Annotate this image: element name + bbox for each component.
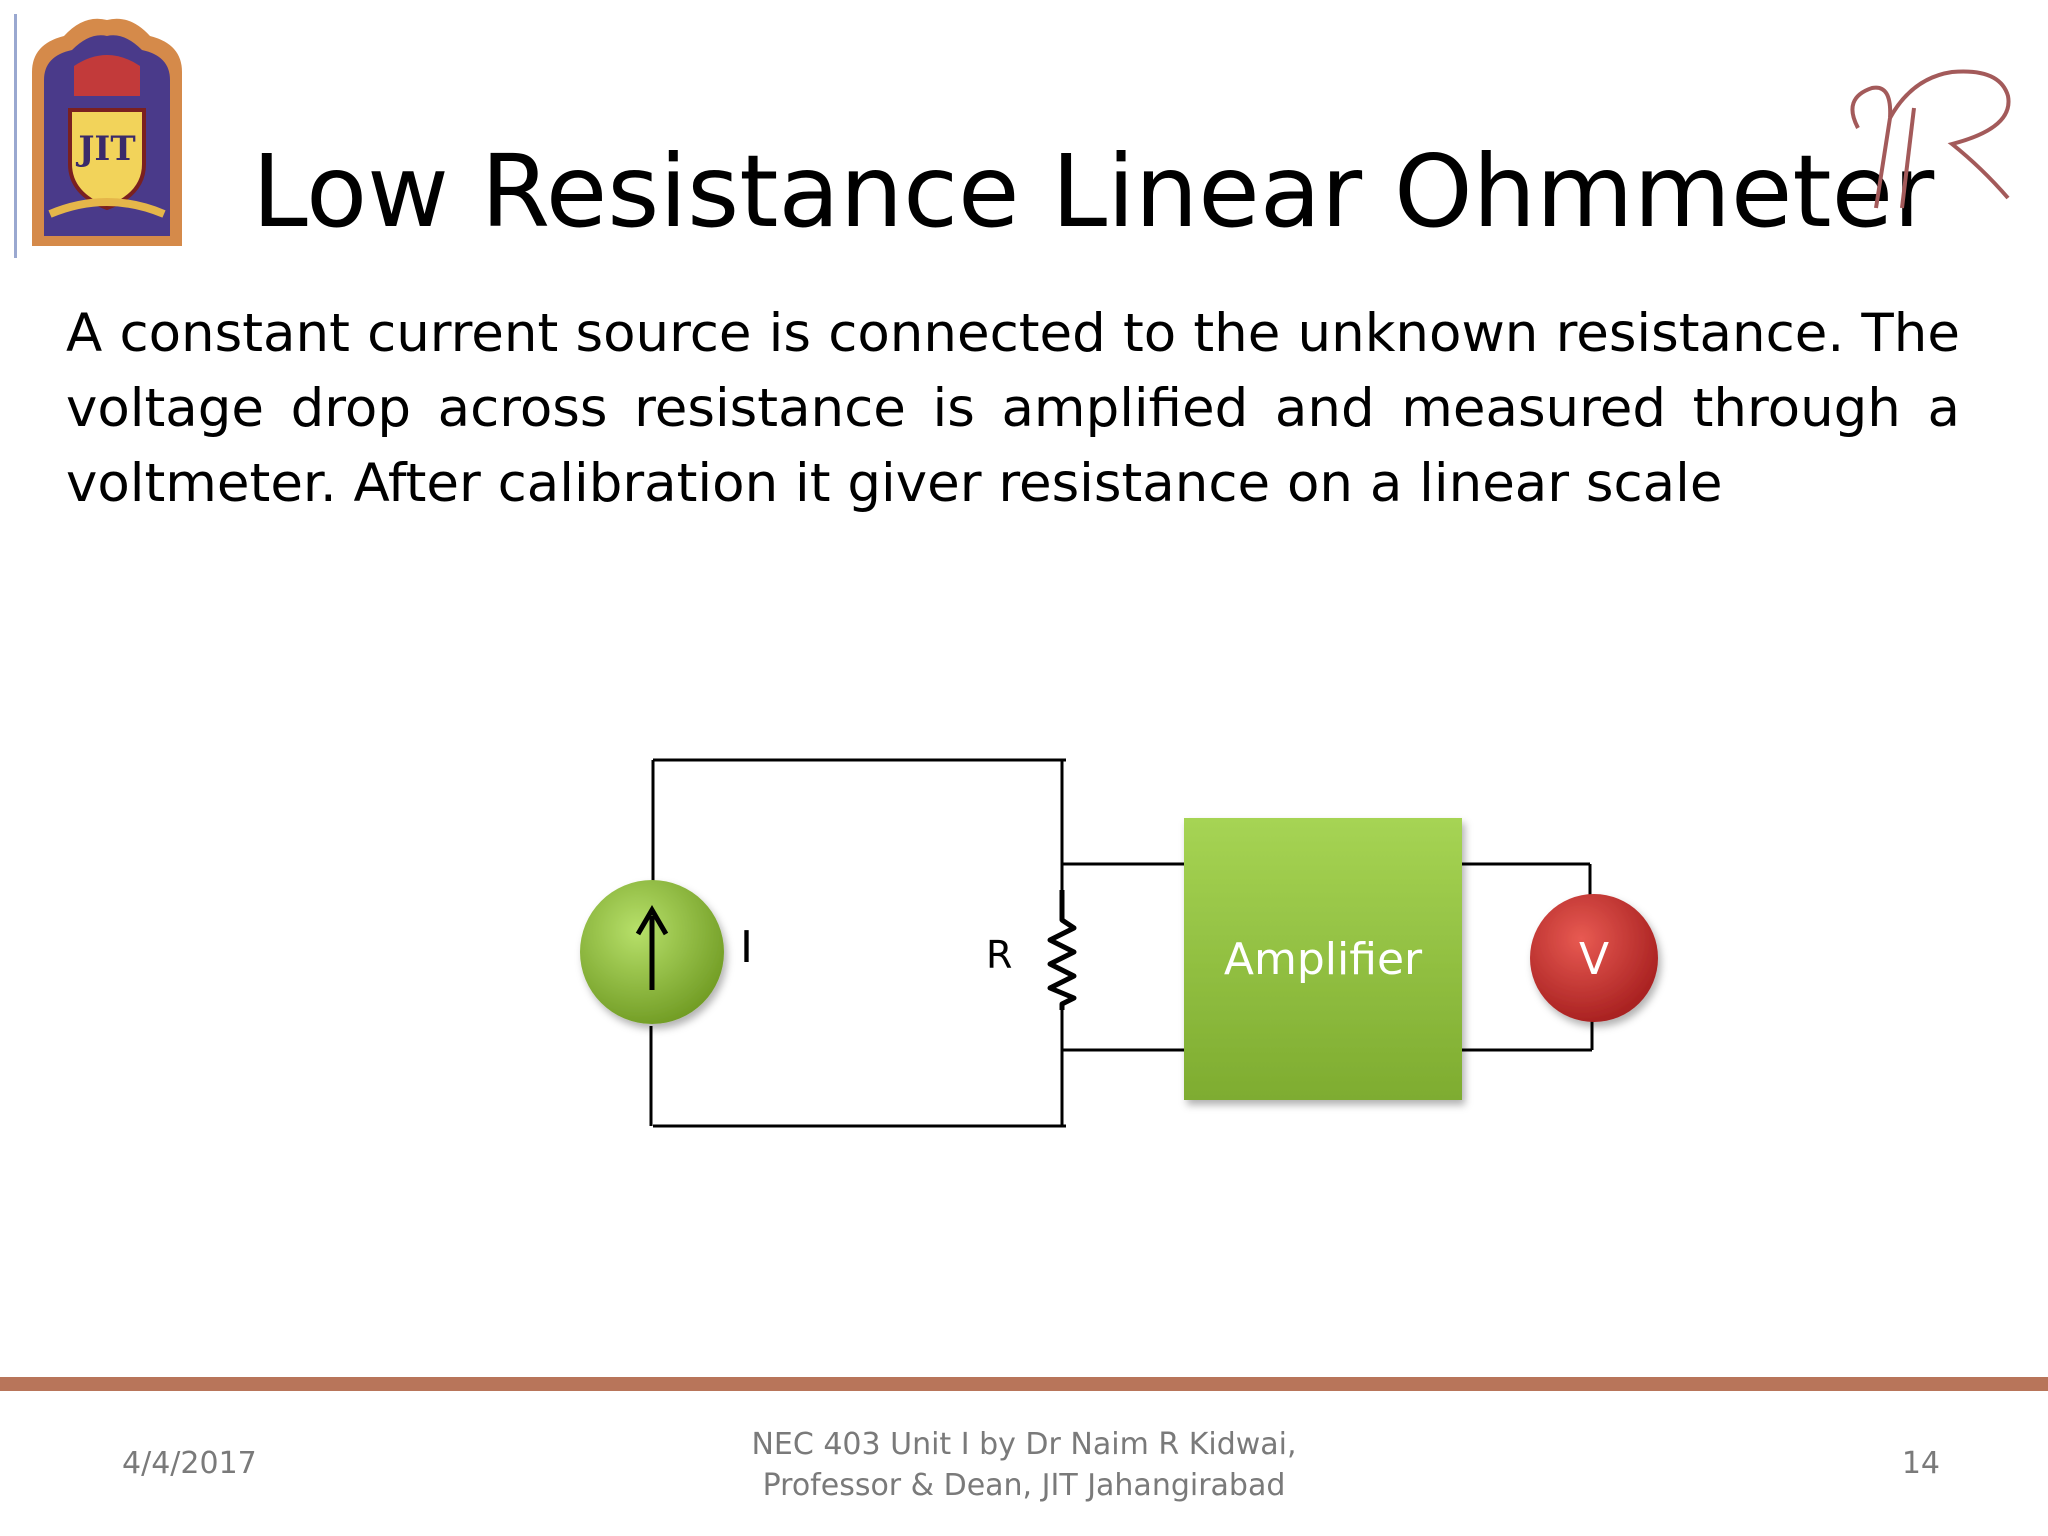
logo-text: JIT xyxy=(75,129,135,169)
slide-body: A constant current source is connected t… xyxy=(66,303,1960,514)
slide-title: Low Resistance Linear Ohmmeter xyxy=(252,133,1935,250)
current-label: I xyxy=(740,922,753,973)
amplifier-label: Amplifier xyxy=(1224,934,1423,985)
resistor-symbol xyxy=(1047,890,1077,1010)
footer-credit: NEC 403 Unit I by Dr Naim R Kidwai, Prof… xyxy=(724,1424,1324,1506)
slide-number: 14 xyxy=(1901,1446,1940,1481)
arrow-up-icon xyxy=(635,905,669,936)
footer-credit-line1: NEC 403 Unit I by Dr Naim R Kidwai, xyxy=(751,1427,1297,1462)
voltmeter-label: V xyxy=(1579,934,1609,985)
current-source xyxy=(580,880,724,1024)
amplifier-block: Amplifier xyxy=(1184,818,1462,1100)
nr-monogram xyxy=(1850,69,2011,209)
circuit-wires xyxy=(649,758,1594,1128)
jit-logo: JIT xyxy=(14,14,182,258)
resistor-label: R xyxy=(986,933,1012,977)
footer-divider xyxy=(0,1377,2048,1391)
voltmeter: V xyxy=(1530,894,1658,1022)
footer-date: 4/4/2017 xyxy=(122,1446,257,1481)
footer-credit-line2: Professor & Dean, JIT Jahangirabad xyxy=(762,1468,1286,1503)
